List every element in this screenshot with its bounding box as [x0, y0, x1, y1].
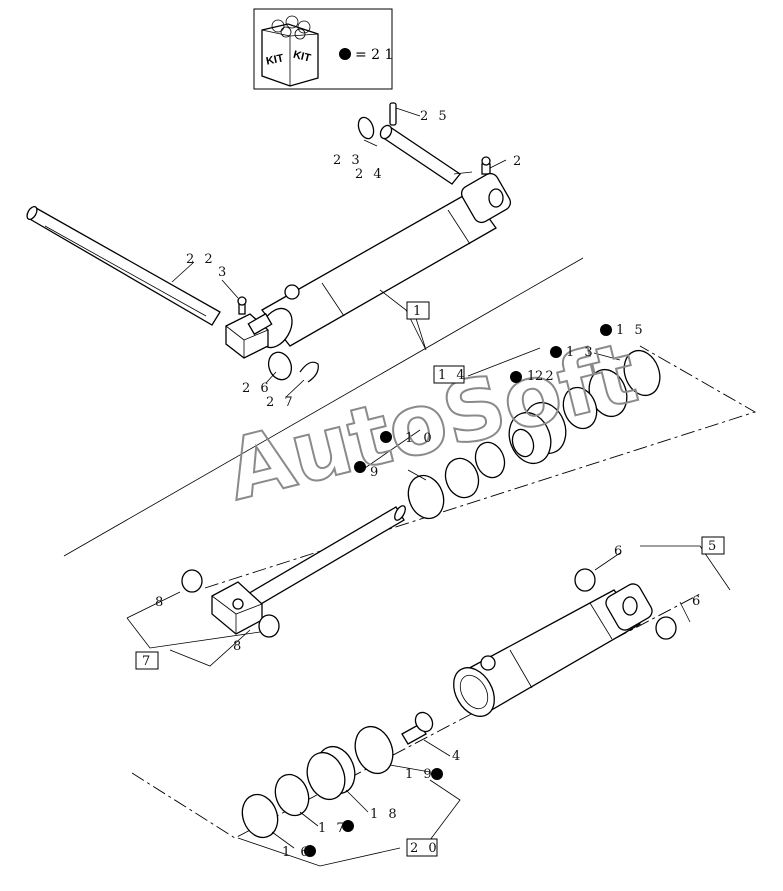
- seal-kit-lower: [241, 725, 394, 839]
- cylinder-assembly-1: [225, 172, 512, 359]
- ring-11: [474, 441, 506, 479]
- kit-dashdot-line-upper: [204, 345, 757, 589]
- callout-1: 1: [413, 304, 424, 319]
- ring-19: [354, 725, 394, 775]
- callout-17: 1 7: [318, 821, 348, 836]
- assembly-line-upper: [63, 257, 584, 557]
- callout-box-7: [135, 651, 159, 670]
- callout-box-20: [406, 838, 438, 857]
- ring-17: [274, 773, 310, 817]
- callout-19: 1 9: [405, 767, 435, 782]
- callout-10: 1 0: [405, 431, 435, 446]
- bushing-8-lower: [258, 614, 280, 638]
- callout-16: 1 6: [282, 845, 312, 860]
- callout-7: 7: [142, 654, 153, 669]
- callout-14: 1 4: [438, 368, 468, 383]
- ring-26: [267, 351, 293, 381]
- callout-2-top: 2: [513, 154, 524, 169]
- ring-9: [407, 474, 445, 520]
- callout-24: 2 4: [355, 167, 385, 182]
- callout-15: 1 5: [616, 323, 646, 338]
- callout-8-lower: 8: [233, 639, 244, 654]
- bushing-6-right: [655, 616, 677, 640]
- callout-box-5: [701, 536, 725, 555]
- ring-16: [241, 793, 279, 839]
- callout-5: 5: [708, 539, 719, 554]
- kit-legend: KIT KIT = 2 1: [253, 8, 393, 90]
- bushing-8-upper: [181, 569, 203, 593]
- seal-12: [562, 386, 598, 430]
- snap-ring-23: [357, 116, 375, 140]
- kit-label-left: KIT: [265, 52, 285, 67]
- roll-pin-25: [389, 102, 397, 126]
- callout-20: 2 0: [410, 841, 440, 856]
- callout-4: 4: [452, 749, 463, 764]
- snap-ring-27: [299, 361, 319, 383]
- callout-26: 2 6: [242, 381, 272, 396]
- callout-8-upper: 8: [155, 595, 166, 610]
- callout-2-seal: 2: [535, 369, 546, 384]
- callout-23: 2 3: [333, 153, 363, 168]
- kit-bullet: [339, 48, 351, 60]
- bolt-4: [401, 711, 434, 745]
- callout-9: 9: [370, 465, 381, 480]
- cylinder-barrel-5: [453, 568, 677, 717]
- grease-fitting-3: [237, 296, 247, 315]
- callout-3: 3: [218, 265, 229, 280]
- callout-6-right: 6: [692, 594, 703, 609]
- callout-box-1: [406, 301, 430, 320]
- piston: [508, 401, 567, 465]
- kit-equals-text: = 2 1: [355, 47, 393, 63]
- rod-22: [26, 205, 221, 326]
- callout-18: 1 8: [370, 807, 400, 822]
- kit-contents-icon: [271, 15, 311, 40]
- callout-box-14: [433, 365, 465, 384]
- piston-rod-7: [181, 505, 406, 638]
- kit-bullets: [304, 324, 612, 857]
- grease-fitting-2: [481, 156, 491, 175]
- gland-18: [306, 745, 356, 801]
- callout-12: 1 2: [527, 369, 557, 384]
- callout-22: 2 2: [186, 252, 216, 267]
- ring-10: [444, 457, 480, 499]
- callout-6-upper: 6: [614, 544, 625, 559]
- callout-25: 2 5: [420, 109, 450, 124]
- leader-lines: [126, 107, 731, 867]
- bushing-6-upper: [574, 568, 596, 592]
- callout-27: 2 7: [266, 395, 296, 410]
- kit-label-right: KIT: [292, 49, 312, 65]
- seal-kit-upper: [407, 349, 661, 520]
- pin-24: [379, 124, 461, 185]
- callout-13: 1 3: [566, 345, 596, 360]
- ring-15: [623, 349, 661, 397]
